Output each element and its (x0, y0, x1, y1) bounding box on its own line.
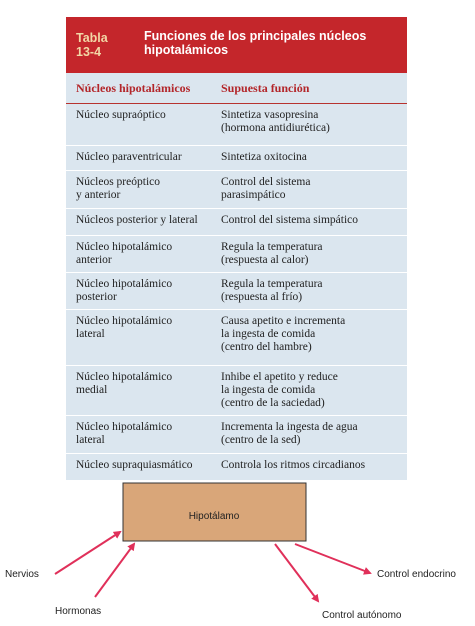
nucleus-cell: Núcleo hipotalámico medial (76, 371, 173, 396)
table-row: Núcleo hipotalámico lateral Causa apetit… (66, 310, 407, 366)
endocrine-control-label: Control endocrino (377, 569, 456, 580)
nucleus-cell: Núcleo supraóptico (76, 109, 166, 121)
hypothalamus-diagram: Hipotálamo Nervios Hormonas Control endo… (5, 482, 456, 621)
table-header: Tabla 13-4 Funciones de los principales … (66, 17, 407, 73)
autonomic-control-label: Control autónomo (322, 610, 402, 621)
nucleus-cell: Núcleos posterior y lateral (76, 214, 198, 226)
table-row: Núcleo supraquiasmático Controla los rit… (66, 454, 407, 480)
column-header-function: Supuesta función (221, 80, 310, 95)
table-row: Núcleos preóptico y anterior Control del… (66, 171, 407, 209)
functions-table: Tabla 13-4 Funciones de los principales … (66, 17, 407, 480)
table-title: Funciones de los principales núcleos hip… (144, 29, 367, 57)
nerves-label: Nervios (5, 569, 39, 580)
table-row: Núcleos posterior y lateral Control del … (66, 209, 407, 236)
function-cell: Sintetiza oxitocina (221, 151, 307, 163)
nucleus-cell: Núcleo supraquiasmático (76, 459, 193, 471)
nucleus-cell: Núcleo hipotalámico anterior (76, 241, 173, 266)
column-header-nucleus: Núcleos hipotalámicos (76, 80, 191, 95)
table-row: Núcleo hipotalámico anterior Regula la t… (66, 236, 407, 273)
nucleus-cell: Núcleo hipotalámico lateral (76, 421, 173, 446)
nerves-arrow (54, 530, 122, 575)
column-headers: Núcleos hipotalámicos Supuesta función (66, 73, 407, 104)
hypothalamus-label: Hipotálamo (189, 511, 240, 522)
hormones-label: Hormonas (55, 606, 101, 617)
function-cell: Control del sistema parasimpático (221, 176, 311, 201)
table-row: Núcleo hipotalámico posterior Regula la … (66, 273, 407, 310)
function-cell: Regula la temperatura (respuesta al calo… (221, 241, 323, 266)
table-row: Núcleo supraóptico Sintetiza vasopresina… (66, 104, 407, 146)
hypothalamus-box (122, 482, 307, 542)
function-cell: Sintetiza vasopresina (hormona antidiuré… (221, 109, 330, 134)
table-row: Núcleo hipotalámico lateral Incrementa l… (66, 416, 407, 454)
function-cell: Control del sistema simpático (221, 214, 359, 226)
table-number: Tabla 13-4 (76, 31, 108, 59)
function-cell: Causa apetito e incrementa la ingesta de… (221, 315, 346, 353)
function-cell: Incrementa la ingesta de agua (centro de… (221, 421, 358, 446)
nucleus-cell: Núcleos preóptico y anterior (76, 176, 160, 201)
nucleus-cell: Núcleo hipotalámico posterior (76, 278, 173, 303)
table-row: Núcleo paraventricular Sintetiza oxitoci… (66, 146, 407, 171)
hormones-arrow (94, 542, 136, 598)
autonomic-arrow (274, 543, 320, 603)
function-cell: Controla los ritmos circadianos (221, 459, 366, 471)
nucleus-cell: Núcleo hipotalámico lateral (76, 315, 173, 340)
nucleus-cell: Núcleo paraventricular (76, 151, 182, 163)
endocrine-arrow (294, 543, 372, 575)
table-row: Núcleo hipotalámico medial Inhibe el ape… (66, 366, 407, 416)
function-cell: Inhibe el apetito y reduce la ingesta de… (221, 371, 338, 409)
table-body: Núcleos hipotalámicos Supuesta función N… (66, 73, 407, 480)
function-cell: Regula la temperatura (respuesta al frío… (221, 278, 323, 303)
